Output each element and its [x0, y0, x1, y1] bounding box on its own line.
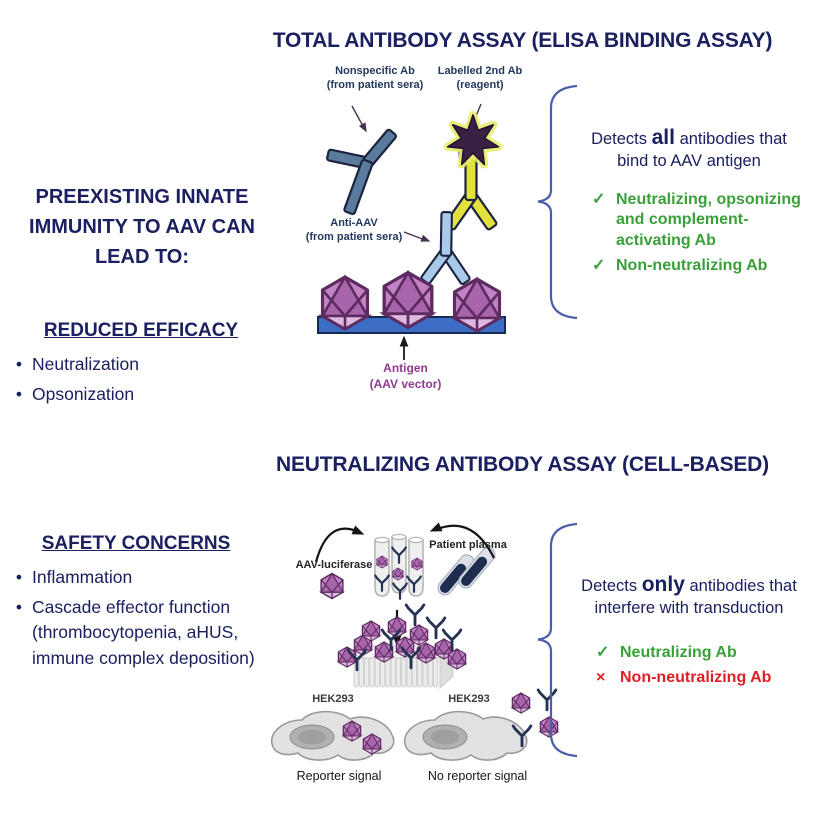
antigen-arrow [399, 336, 409, 360]
nab-result-list: ✓ Neutralizing Ab × Non-neutralizing Ab [596, 643, 816, 689]
bullet-dot: • [15, 354, 23, 374]
efficacy-bullet-text: Neutralization [32, 354, 139, 374]
no-reporter-signal-label: No reporter signal [427, 769, 528, 783]
hek293-cell-transduced [270, 710, 395, 761]
efficacy-bullet: • Opsonization [6, 382, 274, 407]
hek293-right-label: HEK293 [448, 693, 490, 705]
elisa-result-post: antibodies that [679, 130, 787, 148]
bullet-dot: • [15, 597, 23, 617]
result-item: ✓ Non-neutralizing Ab [592, 256, 816, 276]
bullet-dot: • [15, 384, 23, 404]
nab-result-post: antibodies that [689, 577, 797, 595]
elisa-brace [536, 84, 579, 320]
patient-plasma-tubes [434, 544, 499, 599]
labelled-2nd-antibody [443, 111, 503, 232]
patient-plasma-label: Patient plasma [429, 539, 507, 551]
anti-aav-label: Anti-AAV (from patient sera) [305, 217, 403, 244]
nonspecific-ab-label: Nonspecific Ab (from patient sera) [326, 65, 424, 92]
elisa-title: TOTAL ANTIBODY ASSAY (ELISA BINDING ASSA… [272, 29, 773, 52]
elisa-result-line2: bind to AAV antigen [617, 152, 761, 170]
nab-result-pre: Detects [581, 577, 638, 595]
multiwell-plate [351, 644, 455, 690]
bullet-dot: • [15, 567, 23, 587]
nonspecific-antibody [326, 128, 398, 216]
check-icon: ✓ [596, 644, 610, 661]
elisa-result-pre: Detects [591, 130, 648, 148]
nab-result-keyword: only [641, 573, 685, 596]
safety-bullet: • Cascade effector function (thrombocyto… [6, 595, 270, 671]
antigen-label: Antigen (AAV vector) [369, 361, 442, 391]
hek293-left-label: HEK293 [312, 693, 354, 705]
result-item: ✓ Neutralizing, opsonizing and complemen… [592, 190, 816, 251]
result-item-text: Non-neutralizing Ab [620, 669, 772, 687]
nab-brace [536, 522, 579, 758]
elisa-result-line1: Detects all antibodies that [563, 126, 815, 150]
result-item-text: Neutralizing Ab [620, 644, 737, 661]
cross-icon: × [596, 669, 606, 687]
safety-bullet-text: Cascade effector function (thrombocytope… [32, 597, 255, 668]
result-item-text: Neutralizing, opsonizing and complement-… [616, 191, 801, 249]
label-star [443, 111, 503, 169]
elisa-result-keyword: all [651, 126, 675, 149]
safety-bullet-text: Inflammation [32, 567, 133, 587]
check-icon: ✓ [592, 257, 606, 275]
aav-antigen-capsids [320, 270, 502, 333]
nab-result-line2: interfere with transduction [594, 599, 784, 617]
safety-bullet: • Inflammation [6, 565, 274, 590]
result-item: ✓ Neutralizing Ab [596, 643, 816, 663]
capsid-antibody-mixture [337, 603, 467, 672]
result-item: × Non-neutralizing Ab [596, 668, 816, 688]
reporter-signal-label: Reporter signal [296, 769, 382, 783]
safety-concerns-heading: SAFETY CONCERNS [41, 533, 231, 554]
efficacy-bullet: • Neutralization [6, 352, 274, 377]
reduced-efficacy-heading: REDUCED EFFICACY [43, 320, 239, 341]
aav-luciferase-label: AAV-luciferase [295, 559, 373, 571]
anti-aav-antibody [419, 210, 473, 287]
labelled-2nd-ab-label: Labelled 2nd Ab (reagent) [437, 65, 523, 92]
mixing-tubes [374, 533, 424, 600]
elisa-result-list: ✓ Neutralizing, opsonizing and complemen… [592, 190, 816, 277]
nab-result-line1: Detects only antibodies that [563, 573, 815, 597]
left-heading: PREEXISTING INNATE IMMUNITY TO AAV CAN L… [29, 186, 255, 268]
result-item-text: Non-neutralizing Ab [616, 257, 768, 275]
aav-luciferase-capsid [320, 572, 344, 600]
efficacy-bullet-text: Opsonization [32, 384, 135, 404]
check-icon: ✓ [592, 191, 606, 208]
elisa-plate-bar [317, 316, 506, 334]
nab-title: NEUTRALIZING ANTIBODY ASSAY (CELL-BASED) [276, 453, 769, 476]
